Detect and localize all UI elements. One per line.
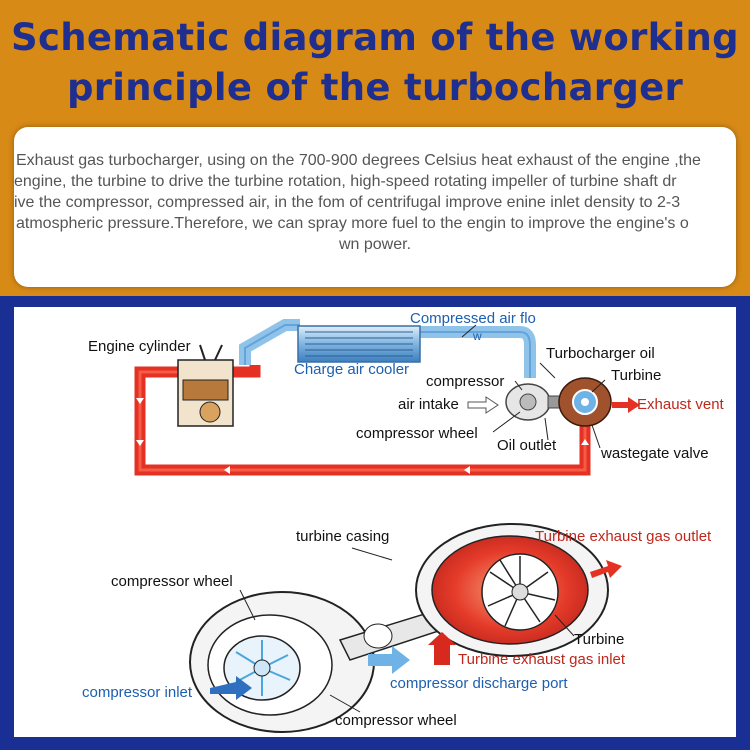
label-air-intake: air intake <box>398 396 459 413</box>
description-line-1: Exhaust gas turbocharger, using on the 7… <box>16 152 701 169</box>
air-intake-arrow-icon <box>467 396 499 414</box>
label-turbine-bottom: Turbine <box>574 631 625 648</box>
flow-arrows-bottom <box>210 560 622 700</box>
leader-lines <box>461 324 606 449</box>
description-line-3: ive the compressor, compressed air, in t… <box>14 194 681 211</box>
label-compressed-air-flow: Compressed air flo <box>410 310 536 327</box>
engine-cylinder-icon <box>177 344 234 427</box>
label-compressor-discharge-port: compressor discharge port <box>390 675 568 692</box>
description-text: Exhaust gas turbocharger, using on the 7… <box>0 150 750 255</box>
label-engine-cylinder: Engine cylinder <box>88 338 191 355</box>
exhaust-vent-arrow-icon <box>612 397 640 413</box>
title-line-2: principle of the turbocharger <box>66 66 684 109</box>
turbocharger-icon <box>505 377 612 427</box>
label-compressed-air-flow-cont: w <box>473 329 482 343</box>
label-charge-air-cooler: Charge air cooler <box>294 361 410 378</box>
charge-air-cooler-icon <box>297 325 421 363</box>
label-wastegate-valve: wastegate valve <box>601 445 709 462</box>
leader-lines-bottom <box>239 547 575 713</box>
label-compressor-wheel-bottom: compressor wheel <box>335 712 457 729</box>
label-turbine-casing: turbine casing <box>296 528 390 545</box>
label-turbine: Turbine <box>611 367 662 384</box>
label-turbine-exhaust-outlet: Turbine exhaust gas outlet <box>535 528 712 545</box>
label-compressor: compressor <box>426 373 505 390</box>
hot-exhaust-pipe <box>134 365 591 476</box>
cool-air-pipe <box>239 319 536 378</box>
title-line-1: Schematic diagram of the working <box>11 16 739 59</box>
label-compressor-wheel: compressor wheel <box>356 425 478 442</box>
description-line-2: engine, the turbine to drive the turbine… <box>14 173 677 190</box>
label-oil-outlet: Oil outlet <box>497 437 557 454</box>
description-line-4: atmospheric pressure.Therefore, we can s… <box>16 215 689 232</box>
label-compressor-inlet: compressor inlet <box>82 684 193 701</box>
label-exhaust-vent: Exhaust vent <box>637 396 724 413</box>
compressor-housing-icon <box>189 591 375 733</box>
flow-arrows-red <box>136 398 589 474</box>
label-turbocharger-oil: Turbocharger oil <box>546 345 655 362</box>
label-compressor-wheel-top: compressor wheel <box>111 573 233 590</box>
label-turbine-exhaust-inlet: Turbine exhaust gas inlet <box>458 651 626 668</box>
turbine-housing-icon <box>415 523 609 657</box>
description-card <box>14 127 736 287</box>
description-line-5: wn power. <box>338 236 412 253</box>
